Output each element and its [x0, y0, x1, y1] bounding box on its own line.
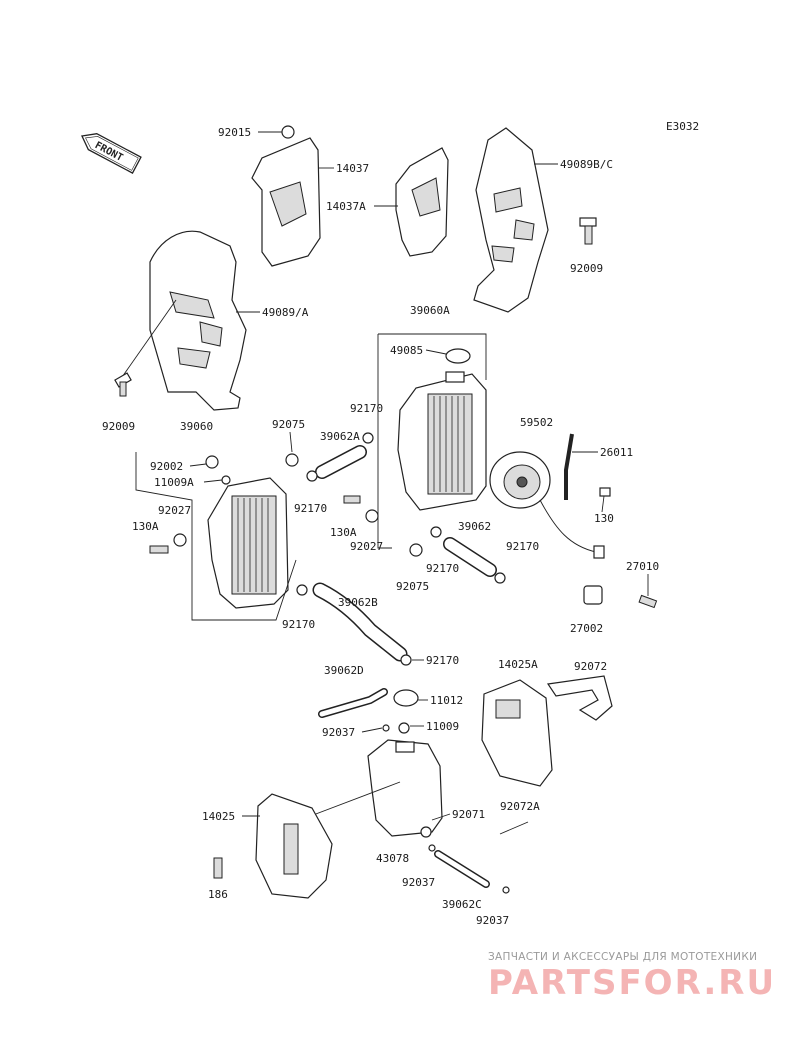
label-49085: 49085 [390, 344, 423, 357]
radiator-cap [445, 348, 471, 364]
label-92170-d: 92170 [282, 618, 315, 631]
washer-11009 [398, 722, 410, 734]
diagram-code: E3032 [666, 120, 699, 133]
bolt-130 [599, 487, 611, 497]
label-27010: 27010 [626, 560, 659, 573]
bolt-130A-a [343, 495, 361, 504]
bracket-39060A [378, 333, 487, 380]
watermark: ЗАПЧАСТИ И АКСЕССУАРЫ ДЛЯ МОТОТЕХНИКИ PA… [488, 951, 776, 1003]
label-92075-a: 92075 [272, 418, 305, 431]
label-59502: 59502 [520, 416, 553, 429]
label-130A-a: 130A [132, 520, 159, 533]
clamp-92170-a [362, 432, 374, 444]
label-92170-e: 92170 [426, 654, 459, 667]
bracket-39060 [135, 452, 297, 621]
collar-92027-a [365, 509, 379, 523]
label-130A-b: 130A [330, 526, 357, 539]
band-92072A [499, 821, 529, 835]
washer-11009A [221, 475, 231, 485]
cover-27002 [583, 585, 603, 605]
watermark-logo: PARTSFOR.RU [488, 963, 776, 1003]
switch-27010 [638, 594, 658, 609]
label-92170-c: 92170 [426, 562, 459, 575]
label-130: 130 [594, 512, 614, 525]
label-186: 186 [208, 888, 228, 901]
clip-92037-b [428, 844, 436, 852]
label-39060: 39060 [180, 420, 213, 433]
label-11012: 11012 [430, 694, 463, 707]
watermark-caption: ЗАПЧАСТИ И АКСЕССУАРЫ ДЛЯ МОТОТЕХНИКИ [488, 951, 757, 963]
guard-14025 [255, 793, 333, 899]
nut-92015 [281, 125, 295, 139]
collar-92075-b [409, 543, 423, 557]
label-14025A: 14025A [498, 658, 538, 671]
label-92037-a: 92037 [322, 726, 355, 739]
radiator-left [207, 477, 289, 609]
label-92037-c: 92037 [476, 914, 509, 927]
part-labels: 92015 14037 14037A 49089B/C 92009 49089/… [102, 126, 659, 927]
grille-right [395, 147, 449, 257]
label-39062D: 39062D [324, 664, 364, 677]
label-92075-b: 92075 [396, 580, 429, 593]
radiator-fan [489, 451, 605, 559]
label-49089A: 49089/A [262, 306, 309, 319]
label-92037-b: 92037 [402, 876, 435, 889]
bolt-92009-upper [579, 217, 597, 245]
clip-92037-a [382, 724, 390, 732]
label-92071: 92071 [452, 808, 485, 821]
label-92027-a: 92027 [158, 504, 191, 517]
shroud-right [473, 127, 549, 313]
label-27002: 27002 [570, 622, 603, 635]
clip-92071 [420, 826, 432, 838]
shroud-left [119, 230, 247, 411]
clip-92037-c [502, 886, 510, 894]
cable-26011 [564, 433, 574, 500]
label-92009-upper: 92009 [570, 262, 603, 275]
label-43078: 43078 [376, 852, 409, 865]
label-92002: 92002 [150, 460, 183, 473]
label-14037: 14037 [336, 162, 369, 175]
collar-92075-a [285, 453, 299, 467]
radiator-right [397, 371, 487, 511]
clamp-92170-d [296, 584, 308, 596]
reservoir-cap [393, 689, 419, 707]
label-39062C: 39062C [442, 898, 482, 911]
label-39060A: 39060A [410, 304, 450, 317]
label-49089BC: 49089B/C [560, 158, 613, 171]
front-arrow-icon: FRONT [81, 133, 142, 174]
label-39062B: 39062B [338, 596, 378, 609]
bolt-130A-b [149, 545, 169, 554]
label-14037A: 14037A [326, 200, 366, 213]
bolt-92009-lower [114, 372, 132, 397]
grille-left [251, 129, 321, 267]
label-92170-a: 92170 [350, 402, 383, 415]
bolt-186 [213, 857, 223, 879]
clamp-92170-e [400, 654, 412, 666]
collar-92027-b [173, 533, 187, 547]
label-92170-b: 92170 [294, 502, 327, 515]
label-26011: 26011 [600, 446, 633, 459]
label-92027-b: 92027 [350, 540, 383, 553]
label-14025: 14025 [202, 810, 235, 823]
label-39062A: 39062A [320, 430, 360, 443]
guard-14025A [481, 679, 553, 787]
label-92015: 92015 [218, 126, 251, 139]
label-11009: 11009 [426, 720, 459, 733]
label-39062: 39062 [458, 520, 491, 533]
reservoir-tank [299, 739, 443, 837]
label-11009A: 11009A [154, 476, 194, 489]
clamp-92170-b [306, 470, 318, 482]
bracket-92072 [546, 675, 613, 721]
clamp-92170-f [494, 572, 506, 584]
label-92072: 92072 [574, 660, 607, 673]
label-92072A: 92072A [500, 800, 540, 813]
label-92170-f: 92170 [506, 540, 539, 553]
bolt-92002 [205, 455, 219, 469]
label-92009-lower: 92009 [102, 420, 135, 433]
clamp-92170-c [430, 526, 442, 538]
